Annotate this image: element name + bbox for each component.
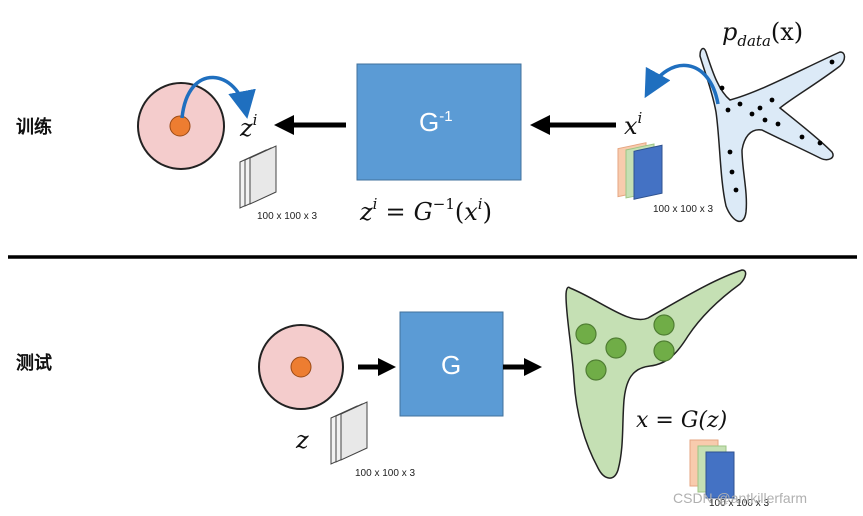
arrow-generator-to-sample xyxy=(503,358,542,376)
inverse-generator-label: G-1 xyxy=(419,107,453,137)
watermark: CSDN @antkillerfarm xyxy=(673,490,807,506)
sampling-curve-data xyxy=(644,63,720,105)
image-dim-training: 100 x 100 x 3 xyxy=(653,204,713,215)
image-stack-testing xyxy=(689,439,735,499)
arrow-inv-to-latent xyxy=(274,115,346,135)
inversion-equation: zi=G−1(xi) xyxy=(359,195,492,226)
latent-z-testing: z xyxy=(295,426,309,454)
latent-stack-testing xyxy=(330,401,368,465)
latent-dim-training: 100 x 100 x 3 xyxy=(257,211,317,222)
latent-dim-testing: 100 x 100 x 3 xyxy=(355,468,415,479)
image-dim-testing: 100 x 100 x 3 xyxy=(709,498,769,509)
latent-distribution-training xyxy=(137,82,225,170)
latent-stack-training xyxy=(239,145,277,209)
image-stack-training xyxy=(617,142,663,200)
arrow-sample-to-inv xyxy=(530,115,616,135)
generator-label: G xyxy=(441,350,461,380)
training-label: 训练 xyxy=(16,116,52,138)
data-distribution-label: pdata(x) xyxy=(722,18,803,50)
sampling-curve-training xyxy=(180,75,256,119)
generation-equation: x = G(z) xyxy=(636,408,727,433)
latent-z-training: zi xyxy=(239,111,258,142)
data-distribution-training xyxy=(699,47,846,223)
generated-samples xyxy=(575,314,675,381)
sample-x-training: xi xyxy=(624,109,643,140)
arrow-latent-to-generator xyxy=(358,358,396,376)
testing-label: 测试 xyxy=(16,352,52,374)
generator-box xyxy=(399,311,504,417)
inverse-generator-box xyxy=(356,63,522,181)
generated-distribution xyxy=(565,269,747,479)
data-points-training xyxy=(719,59,835,193)
latent-distribution-testing xyxy=(258,324,344,410)
